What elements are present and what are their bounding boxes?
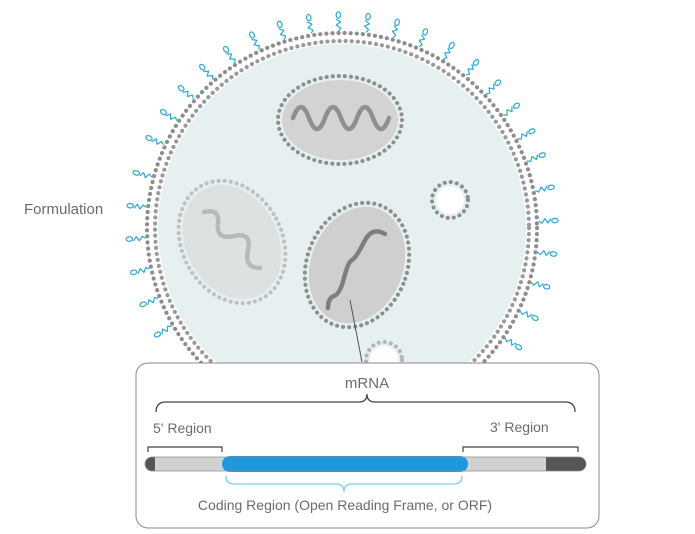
ligand-icon xyxy=(139,172,153,179)
ligand-head-icon xyxy=(538,152,546,159)
ligand-icon xyxy=(251,38,261,50)
five-prime-label: 5' Region xyxy=(153,420,212,436)
three-prime-label: 3' Region xyxy=(490,419,549,435)
coding-region-segment xyxy=(222,456,468,472)
ligand-head-icon xyxy=(365,12,371,21)
mrna-vesicle-center xyxy=(302,200,412,330)
coding-region-label: Coding Region (Open Reading Frame, or OR… xyxy=(198,497,492,513)
ligand-icon xyxy=(151,138,165,145)
ligand-icon xyxy=(182,90,194,99)
ligand-icon xyxy=(517,131,528,140)
ligand-icon xyxy=(165,113,178,121)
ligand-icon xyxy=(486,83,495,95)
mrna-strand-top xyxy=(290,104,392,132)
surface-ligands xyxy=(125,11,559,351)
ligand-head-icon xyxy=(528,128,536,135)
mrna-panel: mRNA 5' Region 3' Region Coding Region (… xyxy=(135,362,600,529)
ligand-head-icon xyxy=(472,59,480,66)
strand-outline xyxy=(144,456,587,472)
ligand-head-icon xyxy=(551,217,559,224)
ligand-icon xyxy=(537,250,551,256)
ligand-head-icon xyxy=(531,314,539,322)
ligand-icon xyxy=(335,18,342,32)
ligand-icon xyxy=(538,218,552,224)
mrna-pointer-line xyxy=(349,299,363,363)
ligand-icon xyxy=(161,325,172,335)
ligand-head-icon xyxy=(549,251,558,257)
ligand-icon xyxy=(530,281,544,288)
ligand-head-icon xyxy=(177,85,185,92)
ligand-head-icon xyxy=(153,331,162,338)
ligand-icon xyxy=(278,28,287,40)
ligand-head-icon xyxy=(422,28,429,36)
ligand-head-icon xyxy=(305,13,312,22)
mrna-vesicle-left xyxy=(176,178,288,306)
ligand-head-icon xyxy=(248,31,256,39)
ligand-head-icon xyxy=(335,11,342,19)
ligand-head-icon xyxy=(125,236,134,242)
ligand-icon xyxy=(391,25,398,39)
ligand-head-icon xyxy=(159,108,167,116)
ligand-icon xyxy=(443,47,451,60)
formulation-label: Formulation xyxy=(24,201,103,218)
ligand-icon xyxy=(226,53,236,63)
ligand-icon xyxy=(503,106,513,116)
ligand-head-icon xyxy=(222,45,230,53)
ligand-head-icon xyxy=(129,269,138,276)
ligand-icon xyxy=(465,64,474,76)
ligand-head-icon xyxy=(494,79,502,87)
ligand-head-icon xyxy=(547,184,555,191)
mrna-panel-box xyxy=(135,362,600,529)
ligand-icon xyxy=(364,19,370,33)
ligand-head-icon xyxy=(276,20,283,29)
mrna-title: mRNA xyxy=(345,375,389,392)
three-prime-tail xyxy=(538,457,586,471)
ligand-icon xyxy=(133,203,147,210)
five-prime-bracket xyxy=(147,446,223,452)
ligand-icon xyxy=(526,154,539,163)
ligand-head-icon xyxy=(145,134,153,142)
ligand-icon xyxy=(418,34,426,48)
empty-vesicle xyxy=(430,180,470,220)
three-prime-bracket xyxy=(462,446,579,452)
mrna-bracket xyxy=(155,393,576,413)
ligand-head-icon xyxy=(126,202,134,209)
coding-region-bracket xyxy=(225,475,463,493)
ligand-head-icon xyxy=(199,63,206,71)
mrna-strand-left xyxy=(201,209,263,271)
ligand-icon xyxy=(519,311,533,318)
three-prime-utr xyxy=(462,457,546,471)
ligand-head-icon xyxy=(139,301,147,308)
ligand-icon xyxy=(504,337,517,346)
ligand-head-icon xyxy=(512,102,521,109)
ligand-icon xyxy=(132,235,146,242)
mrna-strand-center xyxy=(325,229,388,311)
ligand-head-icon xyxy=(515,343,523,351)
ligand-head-icon xyxy=(542,283,551,290)
ligand-icon xyxy=(535,185,548,193)
ligand-head-icon xyxy=(448,41,455,49)
five-prime-utr xyxy=(155,457,228,471)
ligand-icon xyxy=(147,297,159,306)
mrna-strand-bar xyxy=(144,456,587,472)
ligand-icon xyxy=(306,21,314,34)
ligand-head-icon xyxy=(394,18,400,27)
ligand-head-icon xyxy=(132,170,141,176)
ligand-icon xyxy=(137,266,150,274)
mrna-vesicle-top xyxy=(276,74,404,166)
ligand-icon xyxy=(203,70,214,80)
